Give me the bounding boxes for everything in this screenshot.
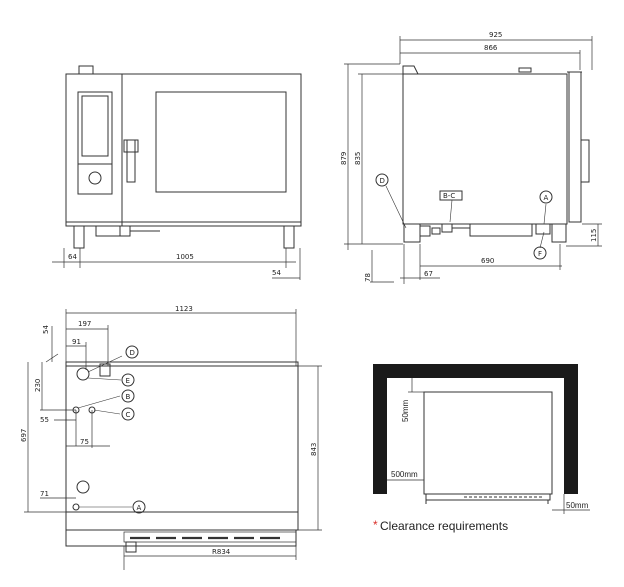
callout-c-top bbox=[121, 407, 135, 421]
clearance-right-label: 50mm bbox=[566, 501, 589, 510]
dim-55: 55 bbox=[40, 416, 49, 424]
callout-a-side-label: A bbox=[544, 194, 549, 202]
callout-a-side bbox=[539, 190, 553, 204]
dim-697: 697 bbox=[20, 429, 28, 442]
drain-circle bbox=[76, 480, 90, 494]
clearance-appliance bbox=[423, 391, 553, 495]
callout-c-top-label: C bbox=[126, 411, 131, 419]
clearance-diagram bbox=[373, 364, 590, 514]
wall-left bbox=[373, 364, 387, 494]
dim-230: 230 bbox=[34, 379, 42, 392]
dim-67: 67 bbox=[424, 270, 433, 278]
side-rear-panel bbox=[568, 71, 582, 223]
top-handle bbox=[78, 65, 94, 75]
callout-e-top-label: E bbox=[126, 377, 130, 385]
front-view bbox=[52, 65, 302, 280]
dim-91: 91 bbox=[72, 338, 81, 346]
dim-64: 64 bbox=[68, 253, 77, 261]
dim-54: 54 bbox=[272, 269, 281, 277]
dim-197: 197 bbox=[78, 320, 91, 328]
door-handle bbox=[126, 139, 136, 183]
side-foot-rear bbox=[551, 223, 567, 243]
callout-d-top-label: D bbox=[130, 349, 135, 357]
clearance-top-label: 50mm bbox=[401, 399, 410, 422]
callout-f-side-label: F bbox=[538, 250, 542, 258]
dim-71: 71 bbox=[40, 490, 49, 498]
callout-f-side bbox=[533, 246, 547, 260]
dim-1123: 1123 bbox=[175, 305, 193, 313]
wall-right bbox=[564, 364, 578, 494]
clearance-caption: Clearance requirements bbox=[380, 519, 508, 533]
side-foot-front bbox=[403, 223, 421, 243]
dim-690: 690 bbox=[481, 257, 494, 265]
clearance-left-label: 500mm bbox=[391, 470, 418, 479]
wall-top bbox=[373, 364, 578, 378]
outlet-d-e bbox=[76, 367, 90, 381]
control-panel bbox=[77, 91, 113, 195]
dim-835: 835 bbox=[354, 152, 362, 165]
top-view bbox=[24, 309, 322, 570]
callout-d-side bbox=[375, 173, 389, 187]
callout-d-top bbox=[125, 345, 139, 359]
foot-left bbox=[73, 225, 85, 249]
callout-a-top bbox=[132, 500, 146, 514]
callout-d-side-label: D bbox=[380, 177, 385, 185]
callout-b-top bbox=[121, 389, 135, 403]
dim-925: 925 bbox=[489, 31, 502, 39]
front-body bbox=[65, 73, 302, 227]
dim-54-top: 54 bbox=[42, 325, 50, 334]
dim-843: 843 bbox=[310, 443, 318, 456]
callout-bc-side bbox=[439, 190, 463, 201]
control-knob bbox=[88, 171, 102, 185]
dim-78: 78 bbox=[364, 273, 372, 282]
door-window bbox=[155, 91, 287, 193]
callout-a-top-label: A bbox=[137, 504, 142, 512]
dim-1005: 1005 bbox=[176, 253, 194, 261]
dim-75: 75 bbox=[80, 438, 89, 446]
callout-b-top-label: B bbox=[126, 393, 131, 401]
dim-r834: R834 bbox=[212, 548, 231, 556]
callout-e-top bbox=[121, 373, 135, 387]
side-top-cap bbox=[402, 65, 419, 75]
caption-star: * bbox=[373, 518, 378, 532]
callout-bc-side-label: B-C bbox=[443, 192, 455, 200]
dim-866: 866 bbox=[484, 44, 498, 52]
side-view bbox=[344, 36, 602, 284]
dim-115: 115 bbox=[590, 229, 598, 242]
dim-879: 879 bbox=[340, 152, 348, 165]
foot-right bbox=[283, 225, 295, 249]
